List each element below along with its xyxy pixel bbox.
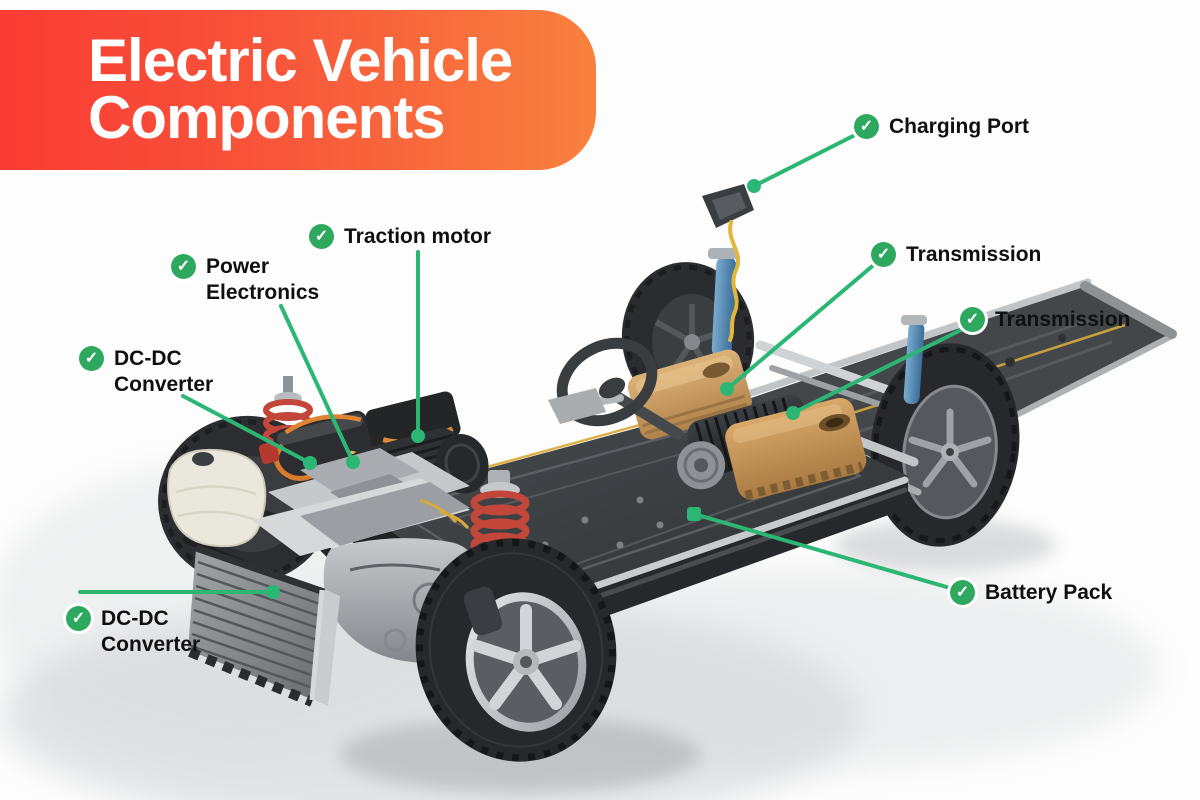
line-endpoint-dot [411, 429, 425, 443]
line-endpoint-dot [720, 382, 734, 396]
charging-port-graphic [702, 184, 754, 342]
front-left-wheel [415, 538, 617, 762]
label-text: Transmission [906, 243, 1042, 266]
check-icon: ✓ [309, 224, 334, 249]
line-endpoint-dot [687, 507, 701, 521]
line-endpoint-dot [346, 455, 360, 469]
steering-wheel-graphic [548, 337, 684, 440]
line-endpoint-dot [303, 456, 317, 470]
label-battery-pack: ✓ Battery Pack [950, 580, 1112, 606]
check-icon: ✓ [854, 114, 879, 139]
leader-line-transmission-upper [725, 261, 878, 391]
coolant-reservoir-graphic [167, 448, 267, 548]
title-banner: Electric Vehicle Components [0, 10, 596, 170]
check-icon: ✓ [960, 307, 985, 332]
check-icon: ✓ [171, 254, 196, 279]
check-icon: ✓ [950, 580, 975, 605]
power-electronics-graphic [252, 448, 470, 556]
line-endpoint-dot [786, 406, 800, 420]
leader-lines [78, 130, 967, 599]
title-line-1: Electric Vehicle [88, 27, 513, 94]
leader-line-power-electronics [279, 304, 355, 464]
line-endpoint-dot [747, 179, 761, 193]
label-text: Traction motor [344, 225, 492, 248]
label-traction-motor: ✓ Traction motor [309, 224, 491, 250]
label-charging-port: ✓ Charging Port [854, 114, 1029, 140]
leader-line-battery-pack [692, 512, 952, 590]
leader-line-dc-dc-upper [181, 394, 312, 465]
label-text: DC-DC Converter [101, 607, 201, 656]
line-endpoint-dot [266, 585, 280, 599]
label-text: Transmission [995, 308, 1131, 331]
label-text: Charging Port [889, 115, 1029, 138]
label-text: Battery Pack [985, 581, 1113, 604]
leader-line-transmission-lower [791, 326, 967, 415]
leader-line-charging-port [752, 130, 863, 188]
label-transmission-lower: ✓ Transmission [960, 307, 1130, 333]
label-text: DC-DC Converter [114, 347, 214, 396]
label-dc-dc-converter-lower: ✓ DC-DC Converter [66, 606, 221, 658]
radiator-graphic [188, 544, 340, 707]
transmission-near-graphic [725, 397, 867, 500]
check-icon: ✓ [871, 242, 896, 267]
page-title: Electric Vehicle Components [88, 31, 596, 148]
check-icon: ✓ [66, 606, 91, 631]
title-line-2: Components [88, 84, 446, 151]
label-power-electronics: ✓ Power Electronics [171, 254, 336, 306]
label-transmission-upper: ✓ Transmission [871, 242, 1041, 268]
label-dc-dc-converter-upper: ✓ DC-DC Converter [79, 346, 234, 398]
check-icon: ✓ [79, 346, 104, 371]
label-text: Power Electronics [206, 255, 320, 304]
